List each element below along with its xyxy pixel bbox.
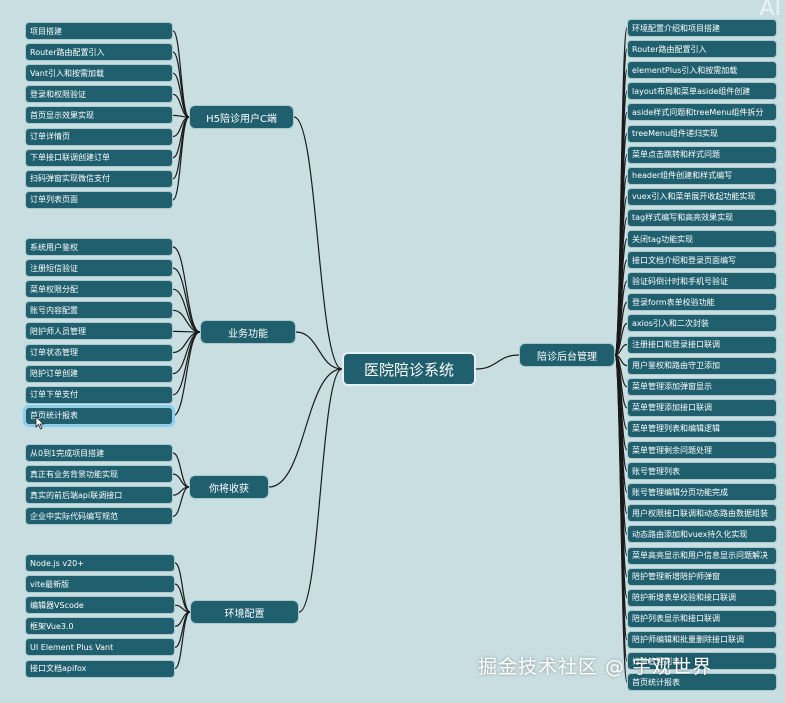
watermark-text: 掘金技术社区 @ 宇观世界 bbox=[478, 656, 713, 678]
leaf-admin-21[interactable]: 账号管理列表 bbox=[627, 462, 777, 481]
branch-node-h5[interactable]: H5陪诊用户C端 bbox=[189, 105, 294, 129]
connector-gain-3 bbox=[172, 486, 190, 517]
leaf-admin-13[interactable]: 登录form表单校验功能 bbox=[627, 293, 777, 312]
leaf-h5-5[interactable]: 订单详情页 bbox=[25, 127, 173, 146]
leaf-env-2[interactable]: 编辑器VScode bbox=[25, 596, 175, 615]
leaf-gain-1[interactable]: 真正有业务背景功能实现 bbox=[25, 465, 173, 484]
leaf-admin-16[interactable]: 用户鉴权和路由守卫添加 bbox=[627, 356, 777, 375]
leaf-admin-9[interactable]: tag样式编写和高亮效果实现 bbox=[627, 208, 777, 227]
leaf-admin-28[interactable]: 陪护列表显示和接口联调 bbox=[627, 609, 777, 628]
leaf-admin-2[interactable]: elementPlus引入和按需加载 bbox=[627, 61, 777, 80]
leaf-business-0[interactable]: 系统用户鉴权 bbox=[25, 238, 173, 256]
connector-root-gain bbox=[268, 368, 343, 488]
connector-env-5 bbox=[174, 611, 191, 670]
connector-env-1 bbox=[174, 583, 191, 613]
leaf-env-5[interactable]: 接口文档apifox bbox=[25, 659, 175, 678]
leaf-business-4[interactable]: 陪护师人员管理 bbox=[25, 322, 173, 341]
connector-root-h5 bbox=[293, 116, 343, 370]
leaf-admin-8[interactable]: vuex引入和菜单展开收起功能实现 bbox=[627, 187, 777, 206]
branch-node-gain[interactable]: 你将收获 bbox=[189, 475, 269, 499]
leaf-business-2[interactable]: 菜单权限分配 bbox=[25, 280, 173, 299]
connector-admin-31 bbox=[614, 354, 628, 683]
leaf-admin-5[interactable]: treeMenu组件递归实现 bbox=[627, 124, 777, 143]
leaf-admin-10[interactable]: 关闭tag功能实现 bbox=[627, 230, 777, 248]
leaf-admin-20[interactable]: 菜单管理剩余问题处理 bbox=[627, 441, 777, 459]
connector-business-4 bbox=[172, 330, 201, 333]
connector-business-2 bbox=[172, 288, 201, 333]
leaf-admin-27[interactable]: 陪护新增表单校验和接口联调 bbox=[627, 588, 777, 607]
leaf-env-1[interactable]: vite最新版 bbox=[25, 575, 175, 594]
leaf-admin-25[interactable]: 菜单高亮显示和用户信息显示问题解决 bbox=[627, 546, 777, 565]
leaf-business-1[interactable]: 注册短信验证 bbox=[25, 259, 173, 278]
connector-root-business bbox=[295, 331, 343, 370]
leaf-gain-0[interactable]: 从0到1完成项目搭建 bbox=[25, 444, 173, 462]
leaf-admin-7[interactable]: header组件创建和样式编写 bbox=[627, 166, 777, 185]
leaf-admin-22[interactable]: 账号管理编辑分页功能完成 bbox=[627, 483, 777, 502]
leaf-gain-2[interactable]: 真实的前后端api联调接口 bbox=[25, 486, 173, 505]
leaf-business-8[interactable]: 首页统计报表 bbox=[23, 404, 175, 427]
leaf-admin-15[interactable]: 注册接口和登录接口联调 bbox=[627, 335, 777, 354]
leaf-admin-19[interactable]: 菜单管理列表和编辑逻辑 bbox=[627, 419, 777, 438]
leaf-admin-11[interactable]: 接口文档介绍和登录页面编写 bbox=[627, 251, 777, 270]
leaf-business-7[interactable]: 订单下单支付 bbox=[25, 385, 173, 404]
connector-h5-8 bbox=[172, 116, 190, 201]
leaf-h5-1[interactable]: Router路由配置引入 bbox=[25, 43, 173, 62]
leaf-admin-24[interactable]: 动态路由添加和vuex持久化实现 bbox=[627, 525, 777, 544]
leaf-admin-0[interactable]: 环境配置介绍和项目搭建 bbox=[627, 19, 777, 37]
leaf-admin-26[interactable]: 陪护管理新增陪护师弹窗 bbox=[627, 567, 777, 586]
leaf-admin-17[interactable]: 菜单管理添加弹窗显示 bbox=[627, 377, 777, 396]
leaf-env-4[interactable]: UI Element Plus Vant bbox=[25, 638, 175, 657]
corner-logo: AI bbox=[759, 0, 781, 21]
leaf-business-6[interactable]: 陪护订单创建 bbox=[25, 364, 173, 383]
leaf-business-3[interactable]: 账号内容配置 bbox=[25, 301, 173, 320]
branch-node-env[interactable]: 环境配置 bbox=[190, 600, 299, 624]
leaf-h5-0[interactable]: 项目搭建 bbox=[25, 22, 173, 40]
mouse-cursor-icon bbox=[35, 416, 45, 430]
branch-node-business[interactable]: 业务功能 bbox=[200, 320, 296, 344]
connector-business-6 bbox=[172, 331, 201, 375]
leaf-admin-23[interactable]: 用户权限接口联调和动态路由数据组装 bbox=[627, 504, 777, 523]
root-node[interactable]: 医院陪诊系统 bbox=[342, 352, 476, 386]
leaf-h5-4[interactable]: 首页显示效果实现 bbox=[25, 106, 173, 125]
leaf-env-3[interactable]: 框架Vue3.0 bbox=[25, 617, 175, 636]
branch-node-admin[interactable]: 陪诊后台管理 bbox=[519, 343, 615, 367]
leaf-h5-6[interactable]: 下单接口联调创建订单 bbox=[25, 148, 173, 167]
leaf-admin-4[interactable]: aside样式问题和treeMenu组件拆分 bbox=[627, 103, 777, 122]
connector-gain-0 bbox=[172, 452, 190, 488]
leaf-admin-3[interactable]: layout布局和菜单aside组件创建 bbox=[627, 82, 777, 101]
leaf-admin-6[interactable]: 菜单点击跳转和样式问题 bbox=[627, 145, 777, 164]
leaf-h5-2[interactable]: Vant引入和按需加载 bbox=[25, 64, 173, 83]
connector-root-admin bbox=[475, 354, 520, 370]
connector-business-3 bbox=[172, 309, 201, 333]
leaf-admin-29[interactable]: 陪护师编辑和批量删除接口联调 bbox=[627, 630, 777, 649]
connector-business-1 bbox=[172, 267, 201, 333]
leaf-admin-18[interactable]: 菜单管理添加接口联调 bbox=[627, 398, 777, 417]
connector-business-8 bbox=[172, 331, 201, 417]
leaf-h5-8[interactable]: 订单列表页面 bbox=[25, 190, 173, 209]
connector-business-0 bbox=[172, 246, 201, 333]
leaf-business-5[interactable]: 订单状态管理 bbox=[25, 343, 173, 362]
leaf-admin-12[interactable]: 验证码倒计时和手机号验证 bbox=[627, 272, 777, 291]
leaf-h5-3[interactable]: 登录和权限验证 bbox=[25, 85, 173, 104]
leaf-gain-3[interactable]: 企业中实际代码编写规范 bbox=[25, 507, 173, 526]
leaf-env-0[interactable]: Node.js v20+ bbox=[25, 554, 175, 572]
leaf-admin-1[interactable]: Router路由配置引入 bbox=[627, 40, 777, 59]
leaf-h5-7[interactable]: 扫码弹窗实现微信支付 bbox=[25, 169, 173, 188]
leaf-admin-30[interactable]: 订单管理列表 bbox=[627, 652, 777, 670]
connector-root-env bbox=[298, 368, 343, 613]
leaf-admin-31[interactable]: 首页统计报表 bbox=[627, 673, 777, 692]
leaf-admin-14[interactable]: axios引入和二次封装 bbox=[627, 314, 777, 333]
connector-env-0 bbox=[174, 562, 191, 613]
connector-h5-3 bbox=[172, 93, 190, 118]
